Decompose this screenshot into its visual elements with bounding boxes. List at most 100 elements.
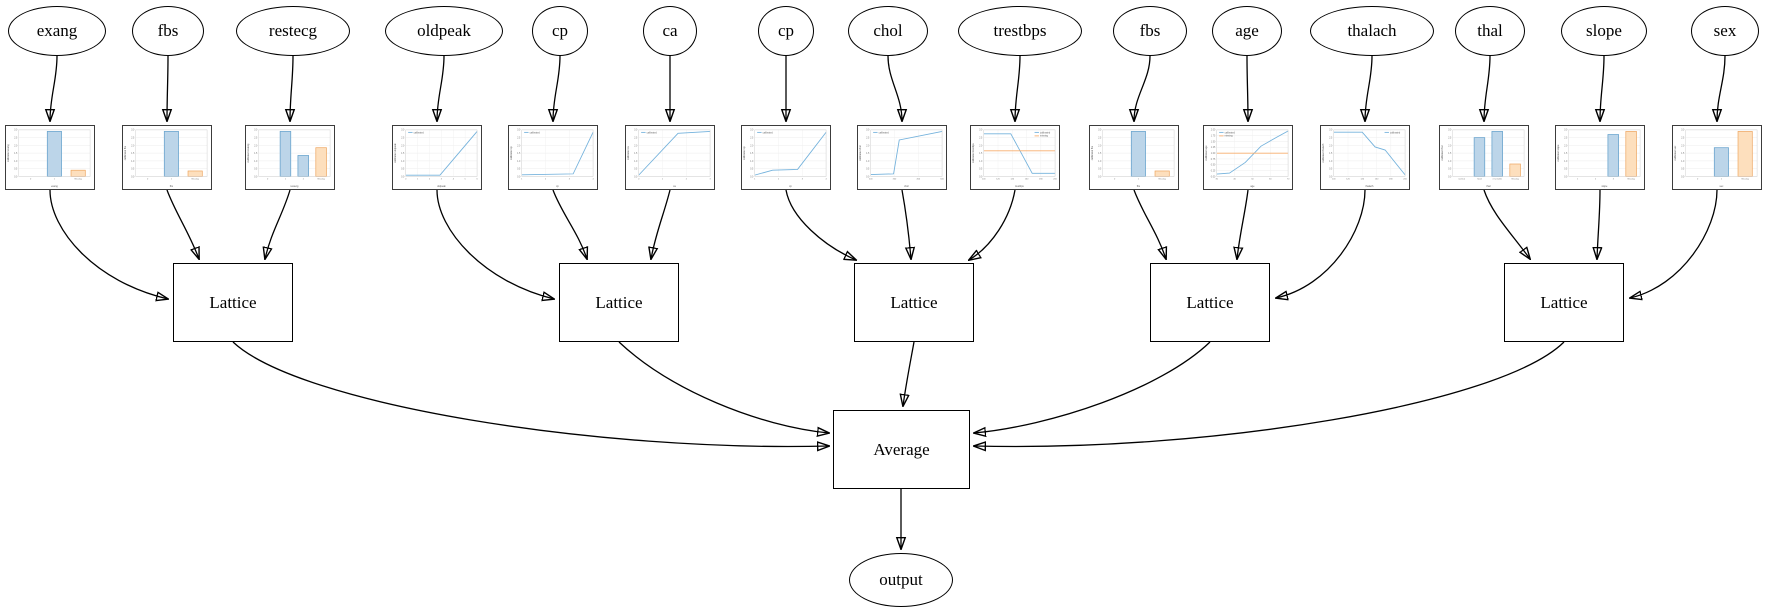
svg-text:2.5: 2.5	[634, 138, 638, 140]
svg-text:3.0: 3.0	[634, 130, 638, 132]
svg-text:2.0: 2.0	[1681, 145, 1685, 147]
input-node-cp-2: cp	[758, 6, 814, 56]
svg-text:1: 1	[1138, 179, 1140, 181]
edge-oldpeak-to-plot	[437, 55, 445, 121]
svg-text:0.5: 0.5	[1329, 169, 1333, 171]
svg-text:1: 1	[1721, 179, 1723, 181]
svg-text:0.5: 0.5	[1098, 169, 1102, 171]
svg-text:fixed: fixed	[1477, 179, 1482, 181]
edge-plot-slope-to-lattice5	[1597, 189, 1600, 259]
svg-text:sex: sex	[1720, 185, 1725, 188]
svg-text:0.75: 0.75	[1211, 159, 1216, 161]
svg-text:Missing: Missing	[192, 179, 200, 181]
svg-text:1.0: 1.0	[14, 161, 18, 163]
svg-text:4: 4	[825, 179, 827, 181]
svg-text:1.0: 1.0	[131, 161, 135, 163]
input-node-thalach: thalach	[1310, 6, 1434, 56]
svg-text:3.0: 3.0	[131, 130, 135, 132]
svg-text:3: 3	[1613, 179, 1615, 181]
edge-plot-trestbps-to-lattice3	[969, 189, 1016, 260]
svg-text:2.0: 2.0	[979, 145, 983, 147]
svg-text:2.0: 2.0	[1564, 145, 1568, 147]
svg-text:0: 0	[638, 179, 640, 181]
svg-text:cp: cp	[556, 185, 559, 188]
svg-text:40: 40	[1233, 179, 1236, 181]
svg-text:2.5: 2.5	[866, 138, 870, 140]
svg-text:calibrated age: calibrated age	[1205, 145, 1208, 161]
svg-text:2.5: 2.5	[1681, 138, 1685, 140]
svg-text:0.0: 0.0	[14, 176, 18, 178]
svg-text:3: 3	[709, 179, 711, 181]
svg-text:normal: normal	[1458, 178, 1465, 181]
svg-text:400: 400	[917, 179, 921, 181]
svg-text:0.5: 0.5	[866, 169, 870, 171]
svg-text:calibrated cp: calibrated cp	[743, 146, 746, 160]
svg-text:calibrated oldpeak: calibrated oldpeak	[394, 143, 397, 163]
svg-text:calibrated exang: calibrated exang	[7, 144, 10, 162]
svg-text:0.5: 0.5	[750, 169, 754, 171]
svg-text:thalach: thalach	[1365, 185, 1373, 188]
svg-text:Missing: Missing	[1742, 179, 1750, 181]
svg-text:3: 3	[569, 179, 571, 181]
edge-lattice3-to-average	[903, 341, 915, 406]
svg-text:2.0: 2.0	[14, 145, 18, 147]
input-node-fbs-2: fbs	[1113, 6, 1187, 56]
svg-text:1.0: 1.0	[866, 161, 870, 163]
svg-text:2.0: 2.0	[1329, 145, 1333, 147]
svg-text:1.5: 1.5	[1448, 153, 1452, 155]
input-node-sex: sex	[1691, 6, 1759, 56]
svg-text:120: 120	[996, 179, 1000, 181]
svg-text:calibrated: calibrated	[763, 131, 774, 134]
edge-lattice4-to-average	[974, 341, 1211, 433]
svg-text:0.5: 0.5	[979, 169, 983, 171]
svg-text:calibrated: calibrated	[1040, 131, 1051, 134]
svg-text:0.5: 0.5	[1681, 169, 1685, 171]
svg-text:0.5: 0.5	[517, 169, 521, 171]
svg-text:1.5: 1.5	[1329, 153, 1333, 155]
svg-text:chol: chol	[904, 185, 909, 188]
svg-text:0.0: 0.0	[1098, 176, 1102, 178]
svg-text:2.0: 2.0	[1448, 145, 1452, 147]
svg-text:2.5: 2.5	[1329, 138, 1333, 140]
average-node: Average	[833, 410, 970, 489]
svg-text:calibrated: calibrated	[1225, 131, 1236, 134]
svg-text:oldpeak: oldpeak	[437, 185, 446, 188]
svg-text:calibrated: calibrated	[1390, 131, 1401, 134]
svg-text:restecg: restecg	[290, 185, 299, 188]
lattice-node-3: Lattice	[854, 263, 974, 342]
svg-text:2: 2	[778, 179, 780, 181]
svg-text:30: 30	[1216, 179, 1219, 181]
svg-text:140: 140	[1360, 179, 1364, 181]
edge-exang-to-plot	[50, 55, 58, 121]
svg-text:2.0: 2.0	[750, 145, 754, 147]
svg-text:1.25: 1.25	[1211, 147, 1216, 149]
svg-text:1.0: 1.0	[1681, 161, 1685, 163]
svg-text:2.00: 2.00	[1211, 130, 1216, 132]
svg-text:70: 70	[1287, 179, 1290, 181]
svg-text:2: 2	[429, 179, 431, 181]
svg-text:2.0: 2.0	[254, 145, 258, 147]
svg-text:calibrated: calibrated	[879, 131, 890, 134]
lattice-node-1: Lattice	[173, 263, 293, 342]
svg-text:slope: slope	[1601, 185, 1607, 188]
svg-text:50: 50	[1251, 179, 1254, 181]
svg-text:1: 1	[54, 179, 56, 181]
svg-text:Missing: Missing	[1159, 179, 1167, 181]
edge-plot-cp-to-lattice2	[552, 189, 587, 259]
svg-text:2: 2	[303, 179, 305, 181]
svg-text:Missing: Missing	[75, 179, 83, 181]
svg-text:3.0: 3.0	[1564, 130, 1568, 132]
svg-text:180: 180	[1389, 179, 1393, 181]
svg-text:2.5: 2.5	[750, 138, 754, 140]
input-node-thal: thal	[1455, 6, 1525, 56]
svg-text:1.00: 1.00	[1211, 153, 1216, 155]
edge-thalach-to-plot	[1365, 55, 1373, 121]
svg-text:2.5: 2.5	[131, 138, 135, 140]
svg-text:1.0: 1.0	[1448, 161, 1452, 163]
